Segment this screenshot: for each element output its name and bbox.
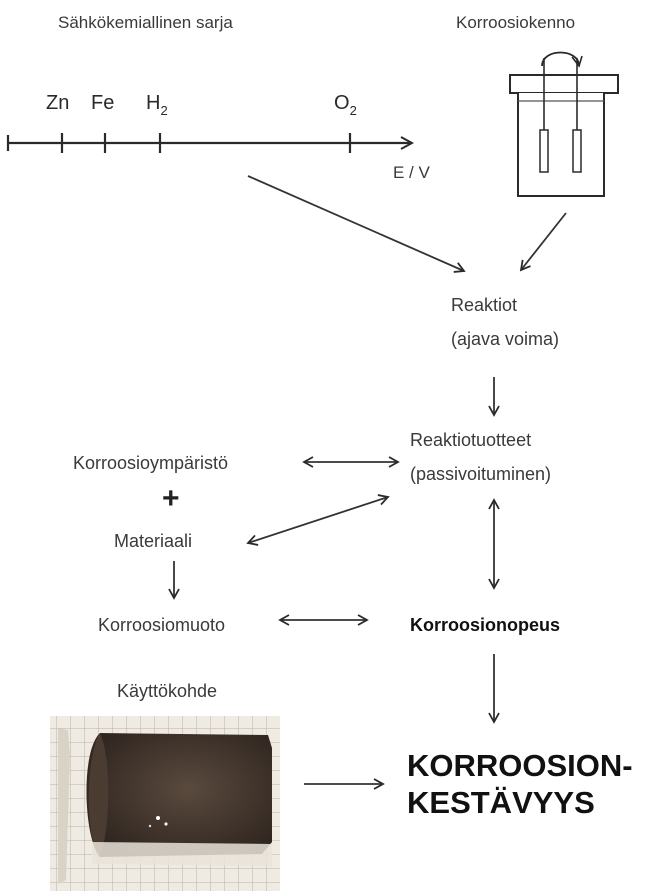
arrow-cell-to-reactions [521,213,566,270]
corrosion-cell: Korroosiokenno [456,13,618,196]
series-title: Sähkökemiallinen sarja [58,13,233,32]
tick-label-zn: Zn [46,92,69,114]
reactions-node: Reaktiot (ajava voima) [451,295,559,349]
reactions-label: Reaktiot [451,295,517,315]
axis-label: E / V [393,163,431,182]
material-label: Materiaali [114,531,192,551]
electrochemical-series: Sähkökemiallinen sarja Zn Fe H2 O2 E / V [8,13,431,182]
reaction-products-label: Reaktiotuotteet [410,430,531,450]
tick-label-o2: O2 [334,92,357,118]
reaction-products-node: Reaktiotuotteet (passivoituminen) [410,430,551,484]
result-line-1: KORROOSION- [407,748,633,783]
corrosion-resistance-result: KORROOSION- KESTÄVYYS [407,748,633,820]
reactions-sublabel: (ajava voima) [451,329,559,349]
plus-sign: + [162,482,180,515]
result-line-2: KESTÄVYYS [407,785,595,820]
arrow-series-to-reactions [248,176,464,271]
application-photo [50,716,280,891]
corrosion-form-label: Korroosiomuoto [98,615,225,635]
reaction-products-sublabel: (passivoituminen) [410,464,551,484]
tick-label-h2: H2 [146,92,168,118]
environment-label: Korroosioympäristö [73,453,228,473]
corrosion-cell-icon [510,53,618,197]
corrosion-rate-label: Korroosionopeus [410,615,560,635]
application-label: Käyttökohde [117,681,217,701]
cell-title: Korroosiokenno [456,13,575,32]
arrow-material-products [248,497,388,543]
tick-label-fe: Fe [91,92,114,114]
